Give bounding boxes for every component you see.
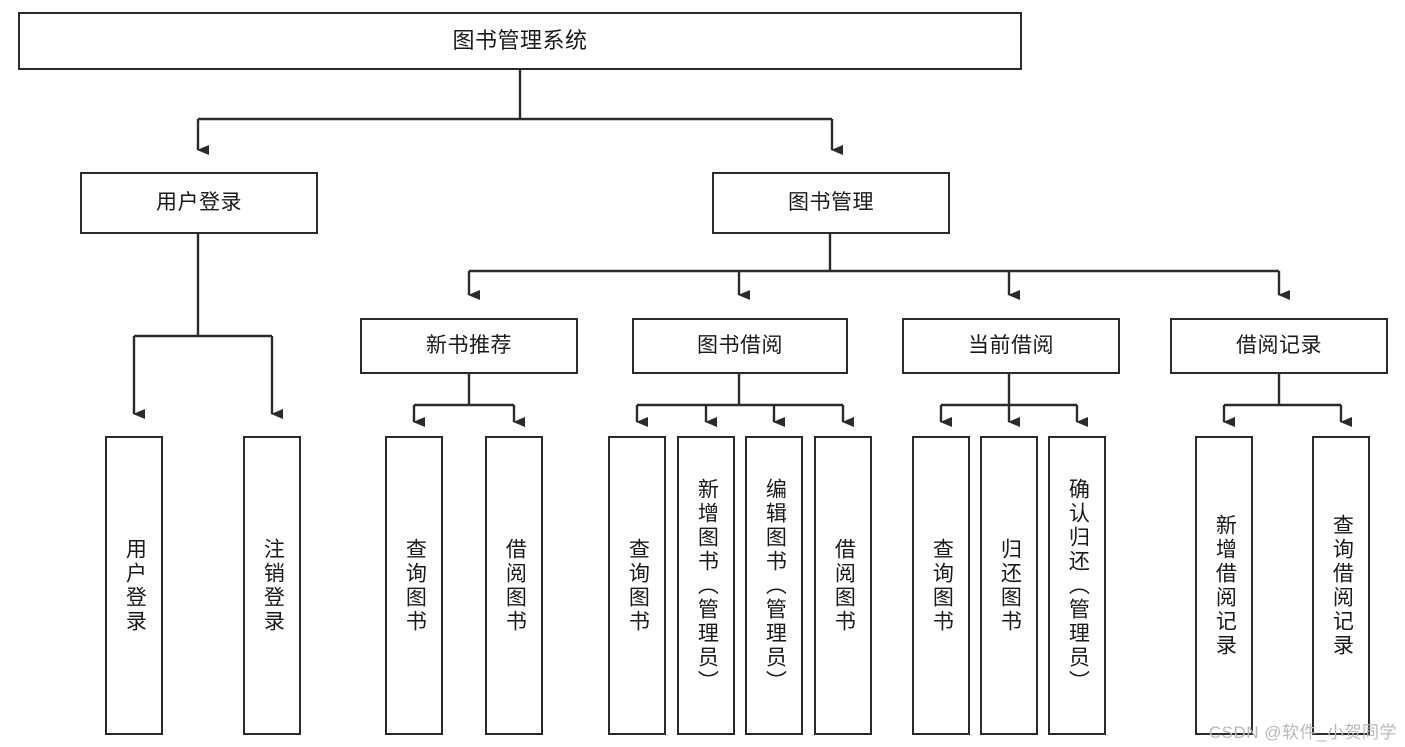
node-label: 查询图书 xyxy=(403,537,427,634)
leaf-borrow-borrow-book[interactable]: 借阅图书 xyxy=(814,436,872,735)
leaf-borrow-query-book[interactable]: 查询图书 xyxy=(608,436,666,735)
node-label: 借阅图书 xyxy=(832,537,856,634)
node-label: 归还图书 xyxy=(998,537,1022,634)
node-label: 确认归还（管理员） xyxy=(1066,477,1090,694)
node-label: 编辑图书（管理员） xyxy=(763,477,787,694)
node-label: 新增图书（管理员） xyxy=(695,477,719,694)
node-label: 当前借阅 xyxy=(968,333,1054,357)
node-label: 图书管理 xyxy=(788,190,874,214)
leaf-current-return-book[interactable]: 归还图书 xyxy=(980,436,1038,735)
node-user-login[interactable]: 用户登录 xyxy=(80,172,318,234)
node-label: 新书推荐 xyxy=(426,333,512,357)
node-book-management[interactable]: 图书管理 xyxy=(712,172,950,234)
leaf-record-query-borrow-record[interactable]: 查询借阅记录 xyxy=(1312,436,1370,735)
node-label: 新增借阅记录 xyxy=(1213,513,1237,658)
node-label: 用户登录 xyxy=(123,537,147,634)
leaf-recommend-borrow-book[interactable]: 借阅图书 xyxy=(485,436,543,735)
node-label: 借阅记录 xyxy=(1236,333,1322,357)
node-borrow-record[interactable]: 借阅记录 xyxy=(1170,318,1388,374)
leaf-user-login[interactable]: 用户登录 xyxy=(105,436,163,735)
leaf-borrow-edit-book-admin[interactable]: 编辑图书（管理员） xyxy=(745,436,803,735)
leaf-current-query-book[interactable]: 查询图书 xyxy=(912,436,970,735)
leaf-logout-login[interactable]: 注销登录 xyxy=(243,436,301,735)
node-label: 查询图书 xyxy=(626,537,650,634)
node-new-book-recommend[interactable]: 新书推荐 xyxy=(360,318,578,374)
node-label: 图书管理系统 xyxy=(452,28,588,54)
node-book-borrow[interactable]: 图书借阅 xyxy=(632,318,848,374)
leaf-recommend-query-book[interactable]: 查询图书 xyxy=(385,436,443,735)
leaf-record-add-borrow-record[interactable]: 新增借阅记录 xyxy=(1195,436,1253,735)
node-label: 查询借阅记录 xyxy=(1330,513,1354,658)
leaf-current-confirm-return-admin[interactable]: 确认归还（管理员） xyxy=(1048,436,1106,735)
node-label: 查询图书 xyxy=(930,537,954,634)
node-label: 注销登录 xyxy=(261,537,285,634)
node-label: 借阅图书 xyxy=(503,537,527,634)
node-current-borrow[interactable]: 当前借阅 xyxy=(902,318,1120,374)
leaf-borrow-add-book-admin[interactable]: 新增图书（管理员） xyxy=(677,436,735,735)
node-label: 图书借阅 xyxy=(697,333,783,357)
node-label: 用户登录 xyxy=(156,190,242,214)
csdn-watermark: CSDN @软件_小贺同学 xyxy=(1208,723,1397,742)
node-root-book-management-system[interactable]: 图书管理系统 xyxy=(18,12,1022,70)
